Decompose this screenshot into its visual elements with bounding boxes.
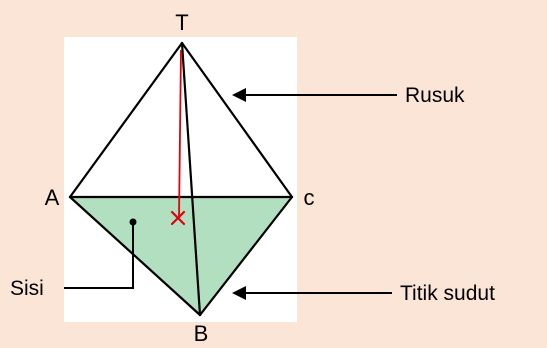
edge-callout: Rusuk xyxy=(232,84,465,107)
edge-Tc xyxy=(180,41,294,199)
edge-TA xyxy=(68,41,184,199)
base-center-mark xyxy=(170,210,186,226)
face-callout: Sisi xyxy=(10,218,137,300)
vertex-label-bottom: B xyxy=(194,321,209,346)
edge-callout-label: Rusuk xyxy=(405,84,465,107)
pyramid-edges xyxy=(68,41,294,317)
vertex-label-left: A xyxy=(45,185,60,210)
shaded-face xyxy=(70,197,292,315)
edge-cB xyxy=(198,195,294,317)
vertex-callout-label: Titik sudut xyxy=(400,282,495,305)
vertex-callout-arrowhead xyxy=(232,286,246,300)
face-callout-label: Sisi xyxy=(10,277,44,300)
vertex-callout: Titik sudut xyxy=(232,282,495,305)
face-callout-leader xyxy=(64,222,134,289)
height-line xyxy=(178,49,182,219)
edge-callout-arrowhead xyxy=(232,88,246,102)
vertex-label-right: c xyxy=(304,185,315,210)
edge-AB xyxy=(68,195,202,317)
vertex-label-top: T xyxy=(175,10,188,35)
edge-TB xyxy=(180,41,202,317)
